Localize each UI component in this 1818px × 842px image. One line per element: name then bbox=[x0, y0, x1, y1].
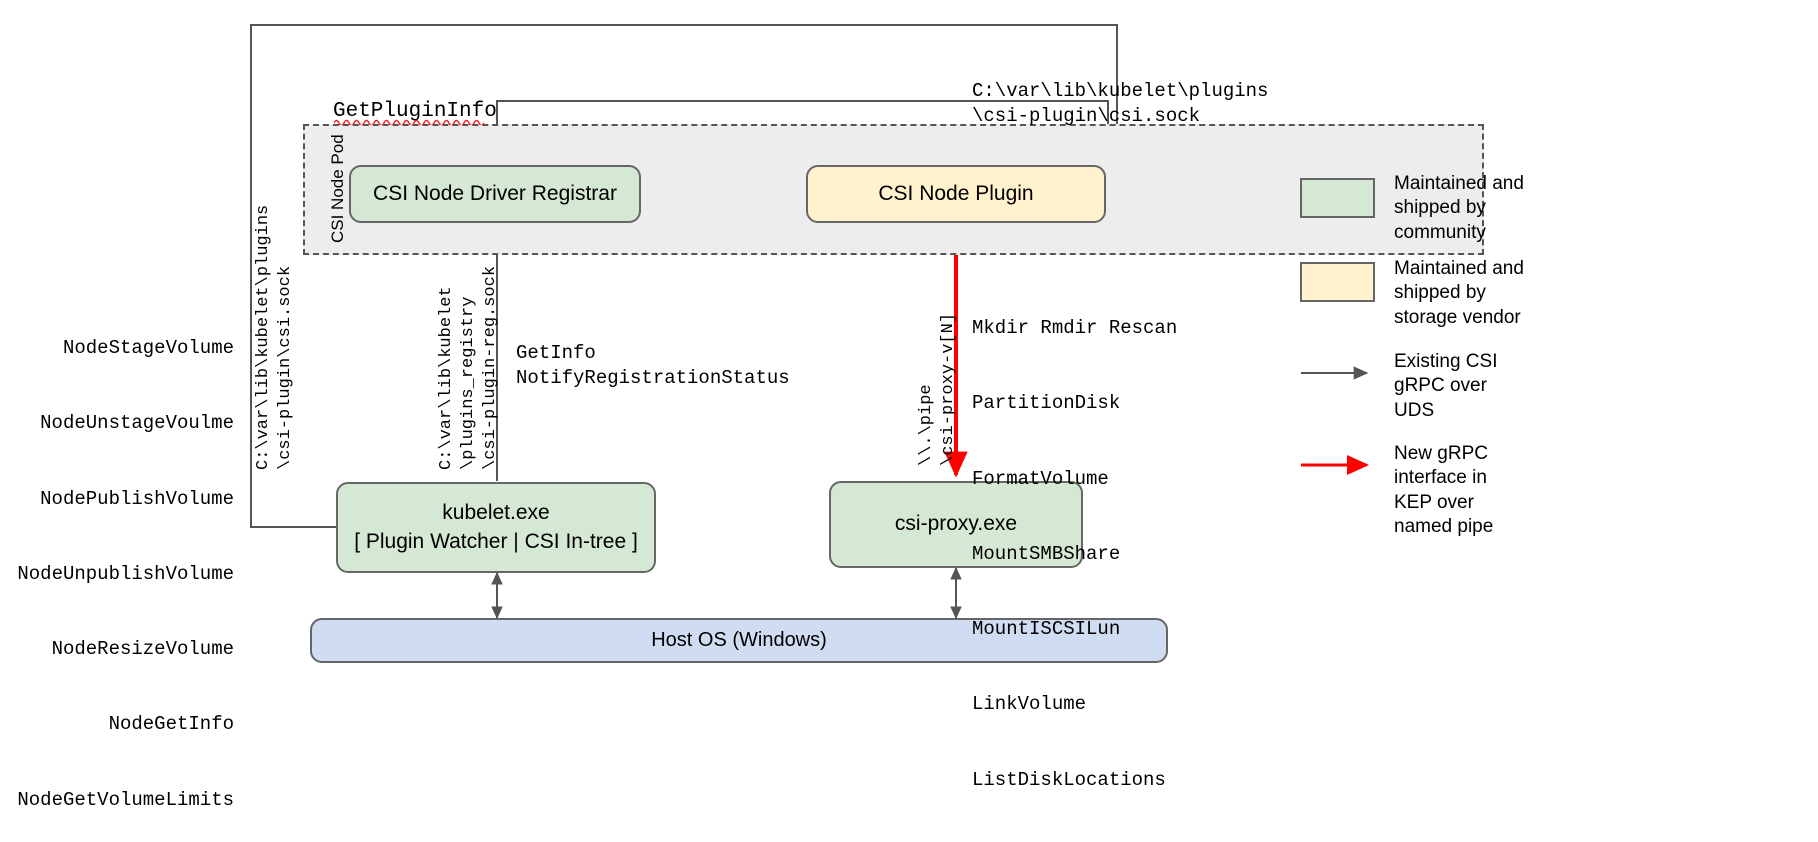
get-plugin-info-label: GetPluginInfo bbox=[333, 100, 497, 123]
csi-sock-path-vertical-label: C:\var\lib\kubelet\plugins \csi-plugin\c… bbox=[254, 204, 296, 470]
registry-sock-path-vertical-label: C:\var\lib\kubelet \plugins_registry \cs… bbox=[437, 265, 501, 470]
legend-text-community: Maintained and shipped by community bbox=[1394, 173, 1524, 243]
legend-text-new-grpc: New gRPC interface in KEP over named pip… bbox=[1394, 443, 1494, 537]
legend-swatch-storage-vendor bbox=[1300, 262, 1375, 302]
named-pipe-vertical-label: \\.\pipe \csi-proxy-v[N] bbox=[917, 312, 959, 466]
node-rpc-item: NodeUnstageVoulme bbox=[40, 412, 234, 435]
node-rpc-item: NodeGetVolumeLimits bbox=[17, 788, 234, 811]
legend-text-storage-vendor: Maintained and shipped by storage vendor bbox=[1394, 258, 1524, 328]
csi-proxy-exe-label: csi-proxy.exe bbox=[894, 512, 1018, 536]
legend-text-existing-csi: Existing CSI gRPC over UDS bbox=[1394, 351, 1498, 421]
csi-proxy-exe-box[interactable]: csi-proxy.exe bbox=[829, 481, 1083, 568]
node-rpc-list: NodeStageVolume NodeUnstageVoulme NodePu… bbox=[14, 286, 234, 842]
node-rpc-item: NodeResizeVolume bbox=[51, 638, 234, 661]
kubelet-exe-sublabel: [ Plugin Watcher | CSI In-tree ] bbox=[354, 529, 638, 553]
csi-node-plugin-label: CSI Node Plugin bbox=[878, 181, 1034, 205]
registration-calls-label: GetInfo NotifyRegistrationStatus bbox=[516, 342, 790, 390]
node-rpc-item: NodeStageVolume bbox=[62, 337, 234, 360]
proxy-rpc-item: ListDiskLocations bbox=[972, 768, 1166, 791]
node-rpc-item: NodeGetInfo bbox=[108, 713, 234, 736]
proxy-rpc-item: MountISCSILun bbox=[972, 618, 1121, 641]
proxy-rpc-list: Mkdir Rmdir Rescan PartitionDisk FormatV… bbox=[972, 266, 1177, 842]
csi-node-driver-registrar-label: CSI Node Driver Registrar bbox=[373, 181, 617, 205]
legend-swatch-community bbox=[1300, 178, 1375, 218]
csi-node-pod-label: CSI Node Pod bbox=[328, 134, 347, 243]
csi-node-plugin-box[interactable]: CSI Node Plugin bbox=[806, 165, 1106, 223]
proxy-rpc-item: LinkVolume bbox=[972, 693, 1087, 716]
csi-node-driver-registrar-box[interactable]: CSI Node Driver Registrar bbox=[349, 165, 641, 223]
plugin-socket-path-label: C:\var\lib\kubelet\plugins \csi-plugin\c… bbox=[972, 80, 1269, 128]
host-os-box[interactable]: Host OS (Windows) bbox=[310, 618, 1168, 663]
spellcheck-squiggle bbox=[334, 118, 486, 125]
proxy-rpc-item: FormatVolume bbox=[972, 467, 1109, 490]
kubelet-exe-label: kubelet.exe bbox=[442, 501, 550, 525]
proxy-rpc-item: MountSMBShare bbox=[972, 542, 1121, 565]
kubelet-exe-box[interactable]: kubelet.exe [ Plugin Watcher | CSI In-tr… bbox=[336, 482, 656, 573]
node-rpc-item: NodeUnpublishVolume bbox=[17, 562, 234, 585]
proxy-rpc-item: Mkdir Rmdir Rescan bbox=[972, 317, 1178, 340]
proxy-rpc-item: PartitionDisk bbox=[972, 392, 1121, 415]
host-os-label: Host OS (Windows) bbox=[651, 629, 827, 651]
node-rpc-item: NodePublishVolume bbox=[40, 487, 234, 510]
